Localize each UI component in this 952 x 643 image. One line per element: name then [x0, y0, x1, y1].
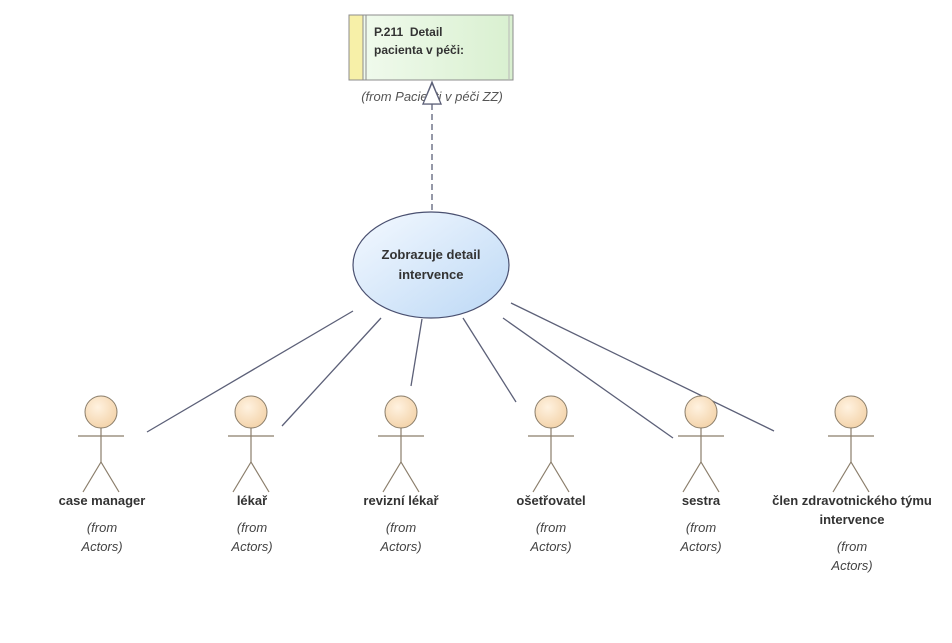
actor-figure-icon: [378, 395, 424, 493]
association-revizni-lekar: [410, 318, 423, 387]
actor-limb: [832, 461, 852, 493]
package-element[interactable]: [348, 14, 514, 81]
actor-limb: [232, 461, 252, 493]
actor-name: revizní lékař: [363, 493, 439, 508]
actor-from-line1: (from: [86, 520, 118, 535]
actor-revizni-lekar[interactable]: revizní lékař (from Actors): [341, 491, 461, 556]
realization-arrowhead: [422, 82, 442, 105]
actor-from-line1: (from: [836, 539, 868, 554]
actors: [78, 395, 874, 493]
actor-limb: [250, 461, 270, 493]
association-lines: [146, 302, 775, 439]
actor-head: [534, 395, 568, 429]
actor-sestra[interactable]: sestra (from Actors): [641, 491, 761, 556]
actor-limb: [400, 461, 420, 493]
actor-case-manager[interactable]: case manager (from Actors): [42, 491, 162, 556]
actor-from-line1: (from: [385, 520, 417, 535]
actor-from-line2: Actors): [231, 539, 273, 554]
package-title: P.211 Detail pacienta v péči:: [374, 23, 509, 59]
actor-from-line1: (from: [236, 520, 268, 535]
association-sestra: [502, 317, 674, 439]
actor-limb: [682, 461, 702, 493]
use-case-label-line1: Zobrazuje detail: [381, 247, 481, 262]
actor-limb: [82, 461, 102, 493]
actor-limb: [550, 461, 570, 493]
actor-from-line1: (from: [685, 520, 717, 535]
actor-limb: [532, 461, 552, 493]
package-title-line1: Detail: [409, 25, 443, 39]
actor-name: sestra: [681, 493, 721, 508]
association-case-manager: [146, 310, 354, 433]
actor-figure-icon: [828, 395, 874, 493]
use-case-label-line2: intervence: [398, 267, 464, 282]
actor-from-line2: Actors): [831, 558, 873, 573]
actor-name: case manager: [58, 493, 146, 508]
actor-figure-icon: [228, 395, 274, 493]
actor-name: lékař: [236, 493, 268, 508]
actor-limb: [850, 461, 870, 493]
package-title-line2: pacienta v péči:: [374, 43, 465, 57]
actor-figure-icon: [678, 395, 724, 493]
actor-name: člen zdravotnického týmu intervence: [772, 493, 932, 527]
association-osetrovatel: [462, 317, 517, 403]
actor-osetrovatel[interactable]: ošetřovatel (from Actors): [491, 491, 611, 556]
actor-limb: [700, 461, 720, 493]
actor-head: [834, 395, 868, 429]
actor-limb: [100, 461, 120, 493]
use-case-ellipse[interactable]: [352, 211, 510, 319]
actor-limb: [382, 461, 402, 493]
use-case-label: Zobrazuje detail intervence: [361, 245, 501, 285]
actor-clen-tymu[interactable]: člen zdravotnického týmu intervence (fro…: [770, 491, 934, 575]
actor-figure-icon: [78, 395, 124, 493]
actor-head: [234, 395, 268, 429]
package-id: P.211: [374, 25, 404, 39]
actor-head: [84, 395, 118, 429]
actor-from-line2: Actors): [81, 539, 123, 554]
actor-from-line1: (from: [535, 520, 567, 535]
actor-from-line2: Actors): [380, 539, 422, 554]
actor-name: ošetřovatel: [516, 493, 586, 508]
actor-from-line2: Actors): [680, 539, 722, 554]
actor-figure-icon: [528, 395, 574, 493]
actor-lekar[interactable]: lékař (from Actors): [192, 491, 312, 556]
association-lekar: [281, 317, 382, 427]
association-clen: [510, 302, 775, 432]
actor-head: [384, 395, 418, 429]
actor-head: [684, 395, 718, 429]
actor-from-line2: Actors): [530, 539, 572, 554]
